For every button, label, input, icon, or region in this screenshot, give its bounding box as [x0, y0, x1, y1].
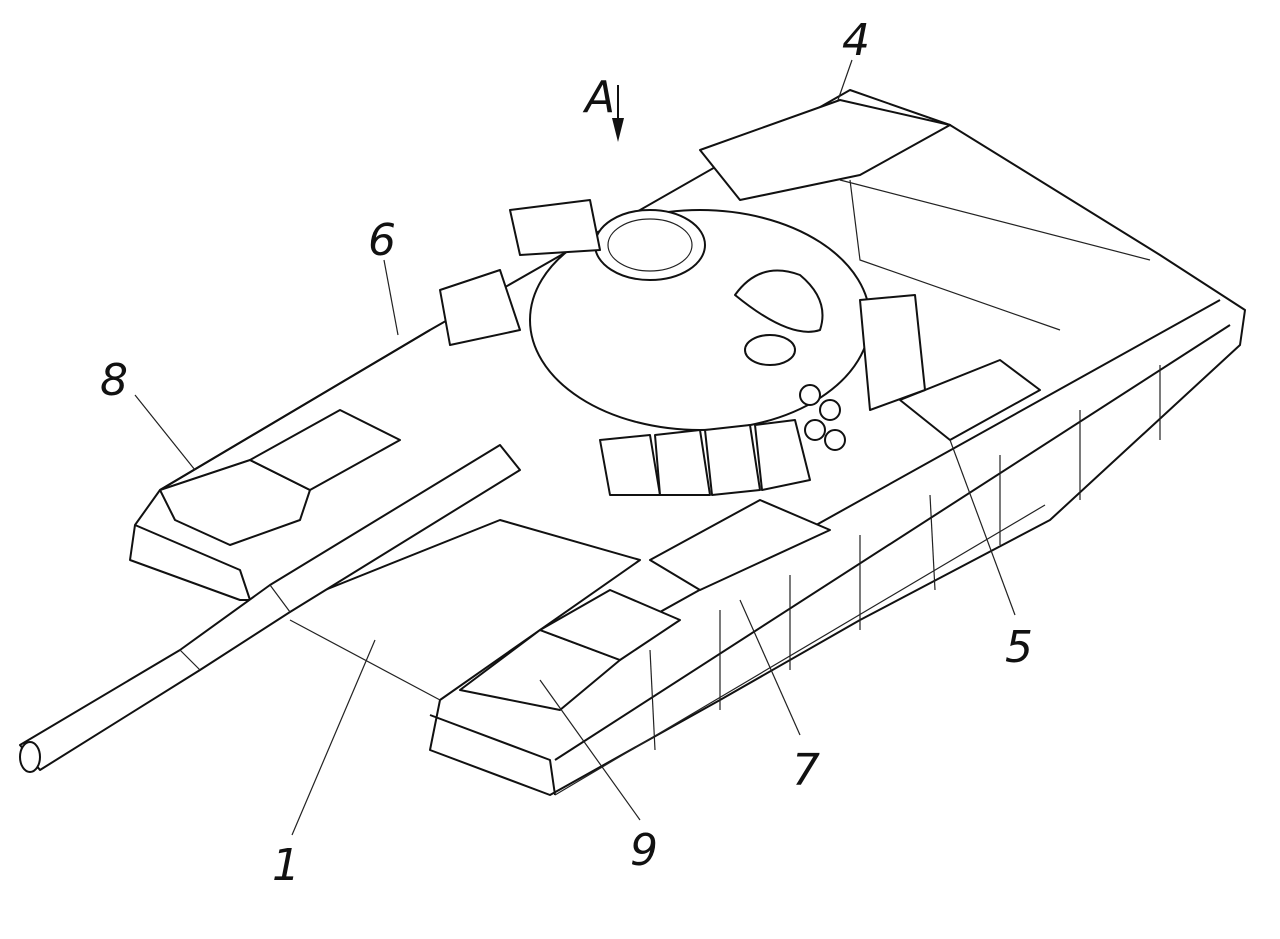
callout-1: 1: [272, 840, 300, 891]
callout-5: 5: [1005, 622, 1033, 673]
callout-6: 6: [368, 215, 396, 266]
gun-barrel: [19, 444, 521, 773]
turret: [439, 199, 926, 496]
callout-9: 9: [630, 825, 658, 876]
side-skirt-panels: [649, 365, 1161, 751]
callout-7: 7: [792, 745, 820, 796]
view-label: A: [582, 72, 615, 123]
view-arrow: [612, 85, 624, 142]
front-armor-blocks: [159, 99, 1041, 711]
leader-lines: [134, 59, 1016, 836]
callout-4: 4: [842, 15, 870, 66]
callout-8: 8: [100, 355, 128, 406]
